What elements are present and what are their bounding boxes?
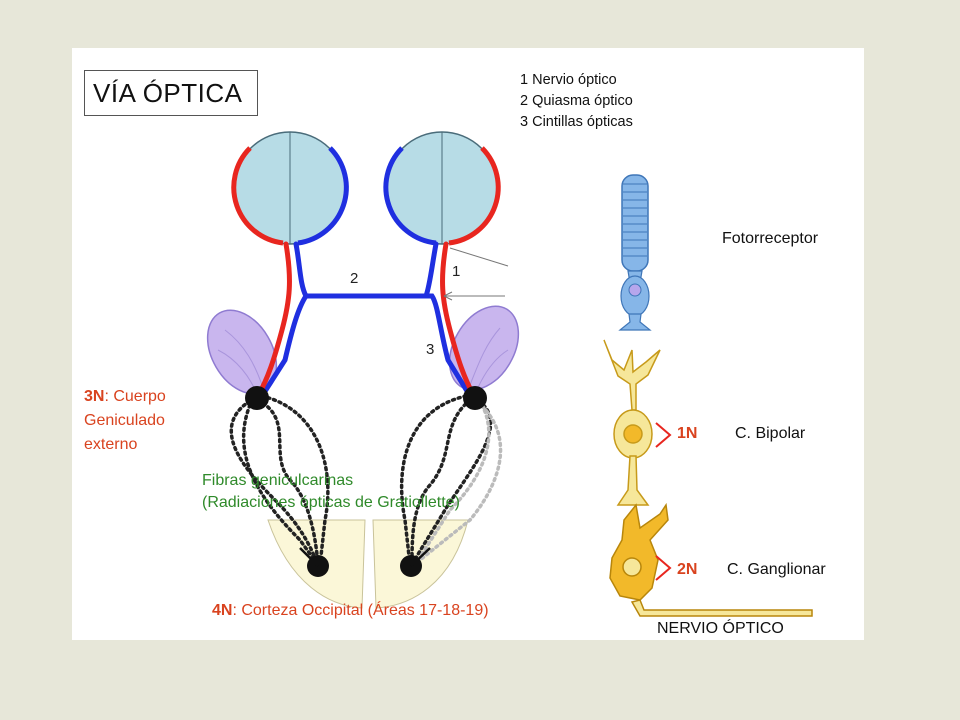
fibers-label: Fibras geniculcarinas (Radiaciones óptic… (202, 470, 460, 514)
ganglion-arrow (655, 555, 672, 581)
right-eye-temporal-retina (448, 146, 501, 246)
geniculate-line2: Geniculado (84, 412, 165, 429)
geniculate-label: 3N: Cuerpo Geniculado externo (84, 385, 166, 457)
left-eye-temporal-retina (231, 146, 284, 246)
legend-item: 1 Nervio óptico (520, 72, 617, 88)
fibers-line1: Fibras geniculcarinas (202, 472, 354, 489)
optic-nerve-label: NERVIO ÓPTICO (657, 620, 784, 637)
ganglion-cell (609, 502, 813, 617)
cortex-text: : Corteza Occipital (Áreas 17-18-19) (232, 602, 489, 619)
cortex-code: 4N (212, 602, 233, 619)
geniculate-text: : Cuerpo (104, 388, 166, 405)
geniculocalcarine-fibers (229, 394, 503, 567)
geniculate-line3: externo (84, 436, 138, 453)
left-eye-nasal-retina (297, 146, 349, 246)
title-box: VÍA ÓPTICA (84, 70, 258, 116)
right-eye-nasal-retina (383, 146, 437, 246)
bipolar-label: C. Bipolar (735, 425, 806, 442)
photoreceptor-label: Fotorreceptor (722, 230, 819, 247)
cortex-label: 4N: Corteza Occipital (Áreas 17-18-19) (212, 602, 489, 620)
right-geniculate-nucleus (463, 386, 487, 410)
bipolar-cell (603, 339, 661, 506)
optic-pathway (255, 241, 477, 399)
legend-item: 2 Quiasma óptico (520, 93, 633, 109)
marker-chiasm: 2 (350, 270, 359, 287)
legend-item: 3 Cintillas ópticas (520, 114, 633, 130)
ganglion-code: 2N (677, 561, 698, 578)
geniculate-code: 3N (84, 388, 105, 405)
marker-optic-nerve: 1 (452, 263, 461, 280)
bipolar-arrow (655, 422, 672, 448)
ganglion-label: C. Ganglionar (727, 561, 826, 578)
bipolar-code: 1N (677, 425, 698, 442)
right-geniculate-body (448, 305, 520, 391)
photoreceptor-cell (618, 174, 652, 331)
page-title: VÍA ÓPTICA (93, 78, 243, 108)
left-geniculate-nucleus (245, 386, 269, 410)
fibers-line2: (Radiaciones ópticas de Gratiollette) (202, 494, 460, 511)
marker-optic-tract: 3 (426, 341, 435, 358)
legend: 1 Nervio óptico 2 Quiasma óptico 3 Cinti… (520, 70, 633, 133)
